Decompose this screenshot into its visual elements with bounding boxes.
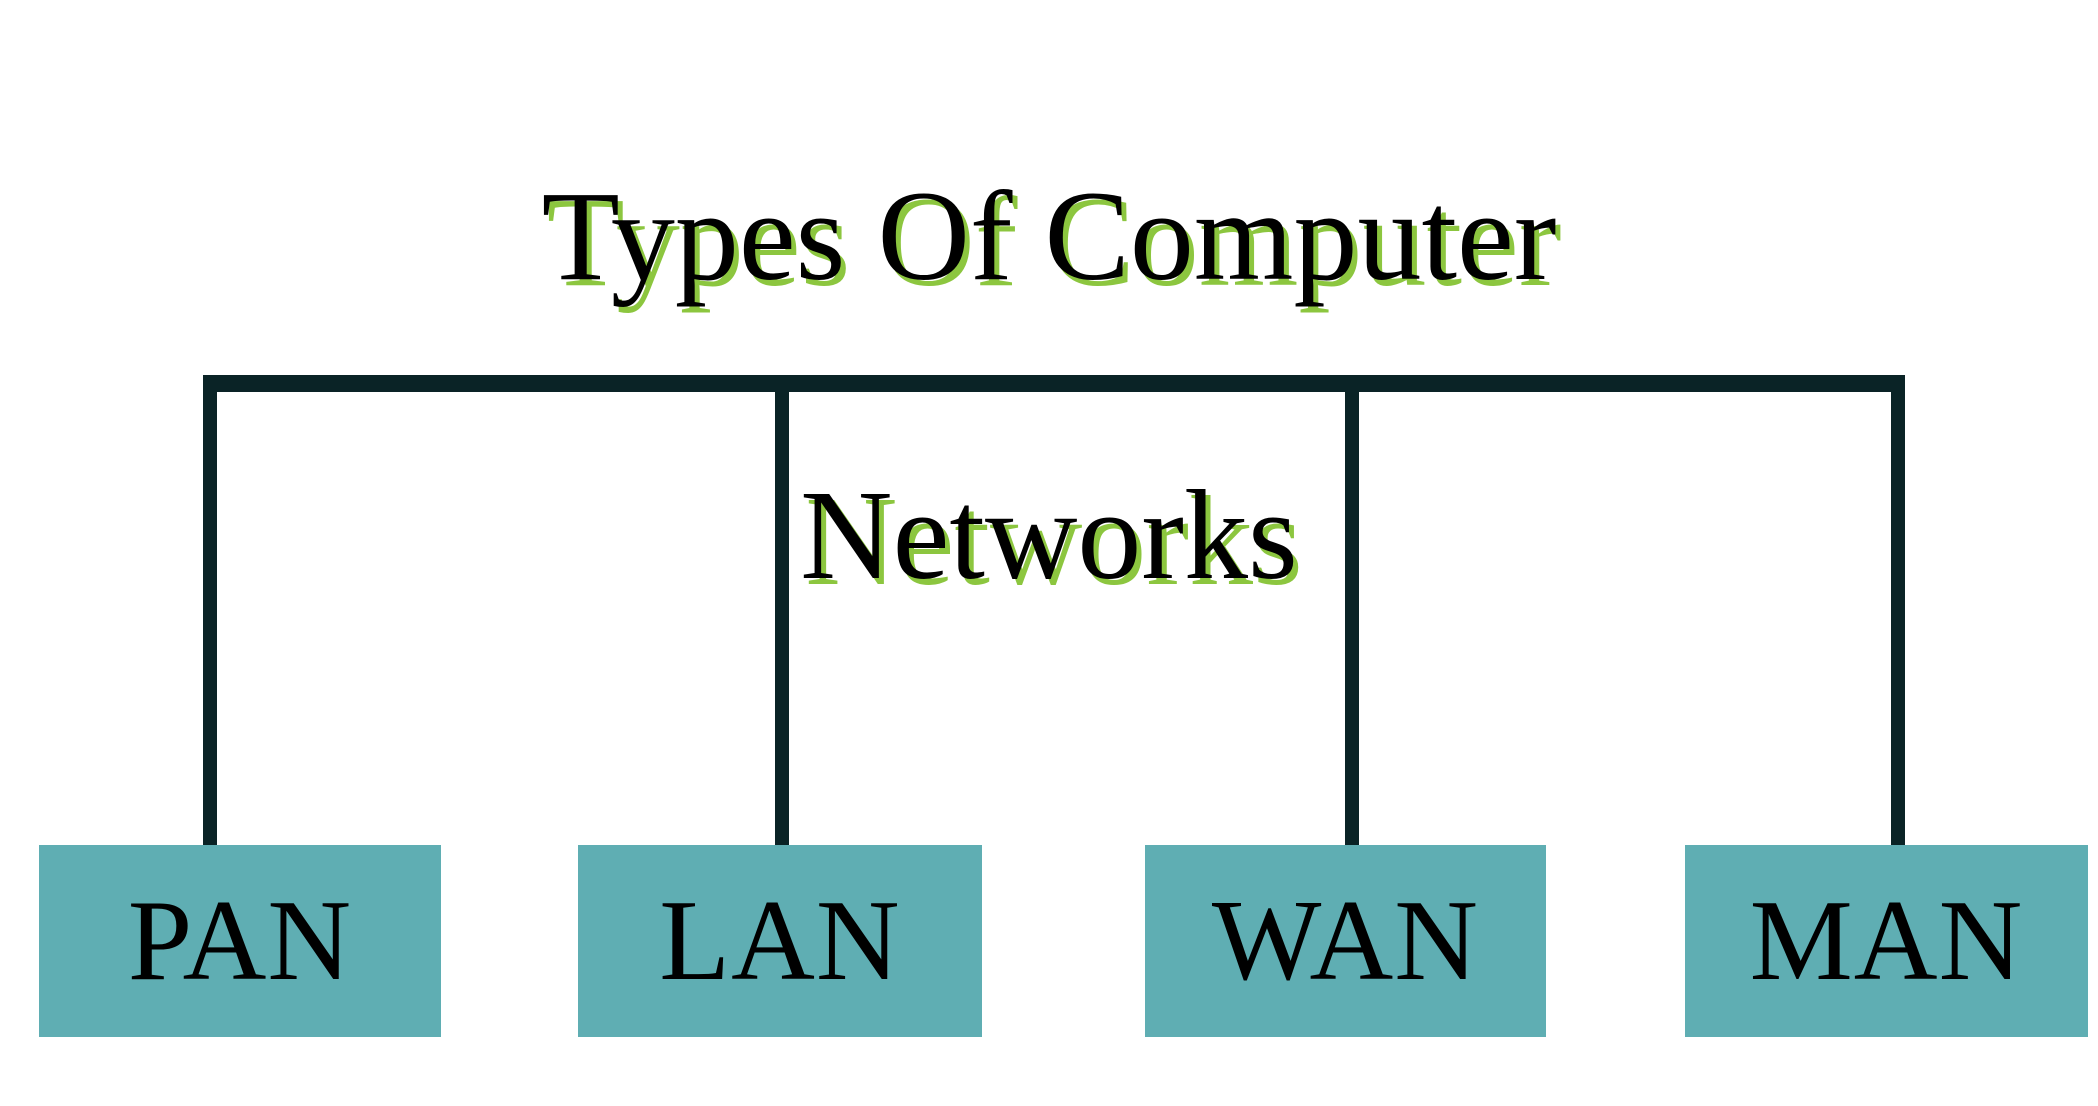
node-box-pan[interactable]: PAN [39,845,441,1037]
connector-line-man [1891,375,1905,845]
node-box-lan[interactable]: LAN [578,845,982,1037]
node-label-lan: LAN [659,877,901,1005]
connector-line-lan [775,375,789,845]
title-line-2: Networks [800,464,1298,607]
node-label-wan: WAN [1211,877,1480,1005]
connector-line-pan [203,375,217,845]
node-box-man[interactable]: MAN [1685,845,2088,1037]
node-label-pan: PAN [127,877,353,1005]
diagram-title: Types Of Computer Networks [0,12,2098,761]
node-label-man: MAN [1749,877,2024,1005]
title-line-1: Types Of Computer [541,164,1557,307]
node-box-wan[interactable]: WAN [1145,845,1546,1037]
connector-line-wan [1345,375,1359,845]
bracket-horizontal-line [203,375,1905,392]
